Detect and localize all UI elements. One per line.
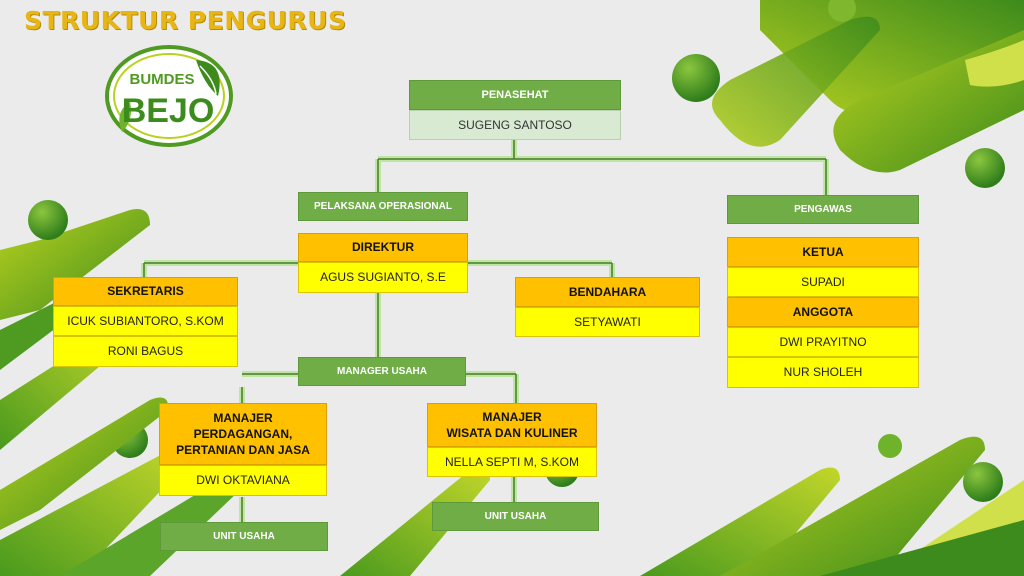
- manajer-perdagangan-line-2: PERDAGANGAN,: [193, 427, 293, 441]
- manajer-wisata-header: MANAJER WISATA DAN KULINER: [427, 403, 597, 447]
- manajer-perdagangan-line-3: PERTANIAN DAN JASA: [176, 443, 310, 457]
- ketua-name: SUPADI: [727, 267, 919, 297]
- ketua-header: KETUA: [727, 237, 919, 267]
- sekretaris-header: SEKRETARIS: [53, 277, 238, 306]
- pengawas-label: PENGAWAS: [727, 195, 919, 224]
- manajer-wisata-line-1: MANAJER: [482, 410, 542, 424]
- sekretaris-name-2: RONI BAGUS: [53, 336, 238, 367]
- direktur-header: DIREKTUR: [298, 233, 468, 262]
- anggota-name-1: DWI PRAYITNO: [727, 327, 919, 357]
- anggota-name-2: NUR SHOLEH: [727, 357, 919, 388]
- unit-usaha-perdagangan: UNIT USAHA: [160, 522, 328, 551]
- logo-main-text: BEJO: [122, 92, 215, 130]
- manajer-wisata-name: NELLA SEPTI M, S.KOM: [427, 447, 597, 477]
- bendahara-name: SETYAWATI: [515, 307, 700, 337]
- logo-top-text: BUMDES: [129, 71, 194, 88]
- manajer-perdagangan-name: DWI OKTAVIANA: [159, 465, 327, 496]
- penasehat-name: SUGENG SANTOSO: [409, 110, 621, 140]
- anggota-header: ANGGOTA: [727, 297, 919, 327]
- direktur-name: AGUS SUGIANTO, S.E: [298, 262, 468, 293]
- sekretaris-name-1: ICUK SUBIANTORO, S.KOM: [53, 306, 238, 336]
- bendahara-header: BENDAHARA: [515, 277, 700, 307]
- manajer-wisata-line-2: WISATA DAN KULINER: [446, 426, 578, 440]
- manajer-perdagangan-header: MANAJER PERDAGANGAN, PERTANIAN DAN JASA: [159, 403, 327, 465]
- page-title: STRUKTUR PENGURUS: [24, 6, 347, 35]
- unit-usaha-wisata: UNIT USAHA: [432, 502, 599, 531]
- pelaksana-operasional-label: PELAKSANA OPERASIONAL: [298, 192, 468, 221]
- manajer-perdagangan-line-1: MANAJER: [213, 411, 273, 425]
- bumdes-bejo-logo: BUMDES BEJO: [105, 45, 233, 147]
- manager-usaha-label: MANAGER USAHA: [298, 357, 466, 386]
- penasehat-header: PENASEHAT: [409, 80, 621, 110]
